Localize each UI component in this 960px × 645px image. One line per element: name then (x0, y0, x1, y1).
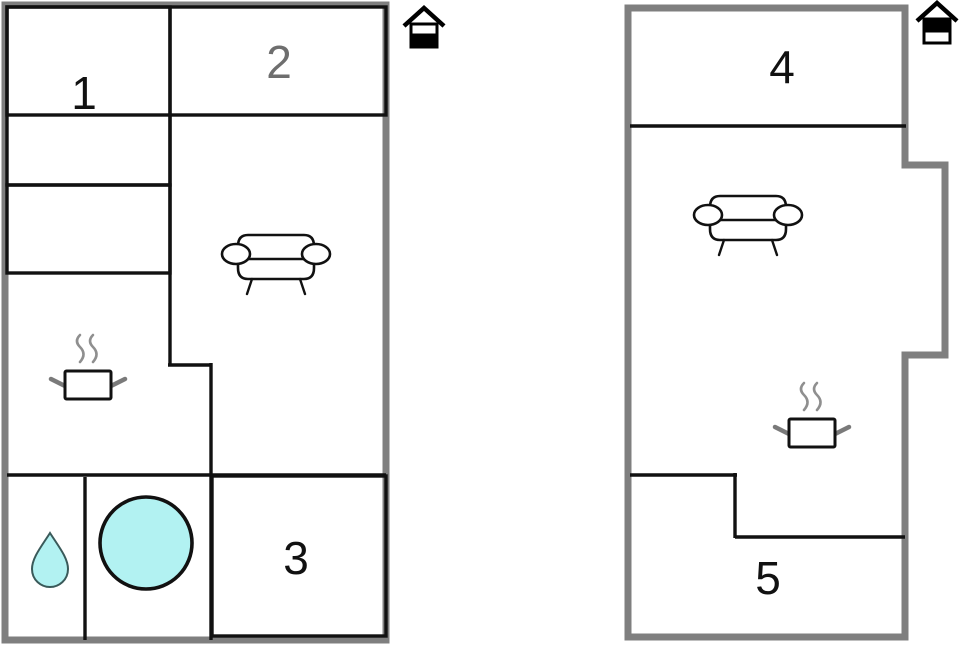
house-north-indicator-icon (404, 8, 444, 47)
wall-room-3 (210, 474, 388, 638)
round-tub-icon (98, 495, 194, 591)
left-plan-outer-wall (1, 1, 390, 644)
left-plan-interior-walls (5, 5, 388, 640)
room-number-5: 5 (755, 552, 781, 604)
room-number-1: 1 (71, 67, 97, 119)
left-floor-plan: 1 2 3 (1, 1, 444, 644)
right-plan-outer-wall (624, 4, 949, 641)
room-number-4: 4 (769, 41, 795, 93)
room-number-2: 2 (266, 36, 292, 88)
right-floor-plan: 4 5 (624, 3, 957, 641)
house-north-indicator-icon (917, 3, 957, 43)
right-plan-interior-walls (630, 124, 906, 539)
room-number-3: 3 (283, 532, 309, 584)
